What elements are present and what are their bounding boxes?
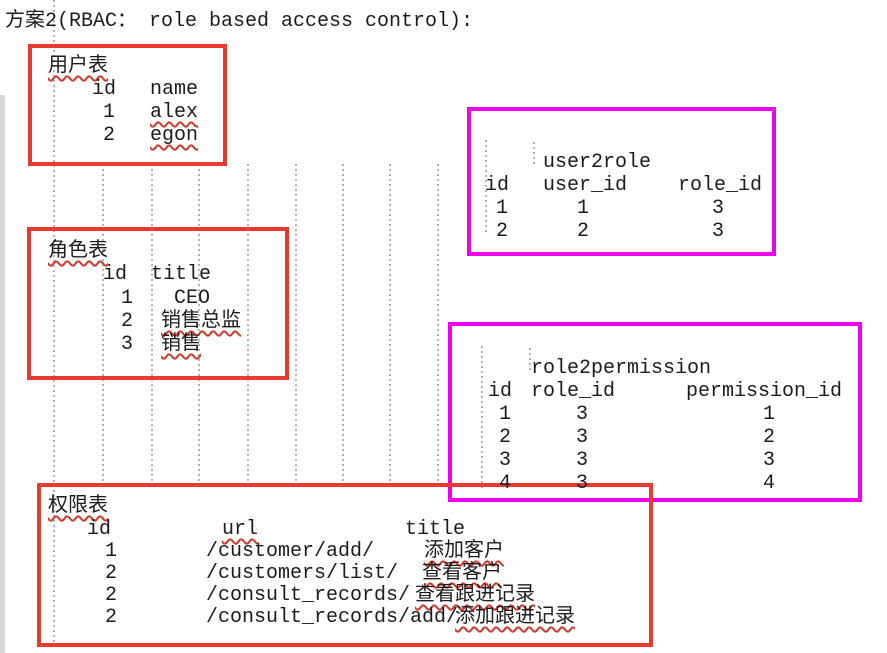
role-table-cell: 3 — [121, 333, 134, 356]
user-table-cell: 1 — [103, 101, 116, 124]
user2role-cell: 1 — [496, 197, 509, 220]
role-table-cell: 销售 — [161, 333, 201, 356]
permission-table-cell: 1 — [105, 540, 118, 563]
permission-table-cell: 2 — [105, 606, 118, 629]
tab-guide — [533, 142, 535, 166]
tab-guide — [102, 164, 104, 486]
tab-guide — [295, 164, 297, 486]
role-table-cell: 2 — [121, 310, 134, 333]
user2role-label: user2role — [543, 151, 652, 174]
permission-table-header-cell: title — [405, 518, 466, 541]
role2permission-label: role2permission — [531, 357, 712, 380]
role2permission-cell: 3 — [763, 449, 776, 472]
role2permission-cell: 3 — [499, 449, 512, 472]
permission-table-cell: 添加客户 — [424, 540, 504, 563]
role2permission-annotation-box — [448, 322, 862, 502]
user-table-cell: egon — [150, 124, 199, 147]
permission-table-cell: /consult_records/add/ — [206, 606, 459, 629]
permission-table-header-cell: id — [87, 518, 112, 541]
user-table-header-cell: name — [150, 78, 199, 101]
tab-guide — [437, 164, 439, 486]
tab-guide — [53, 0, 55, 648]
permission-table-cell: 2 — [105, 562, 118, 585]
role-table-cell: 销售总监 — [161, 310, 241, 333]
role2permission-header-cell: id — [488, 380, 513, 403]
role2permission-cell: 4 — [499, 472, 512, 495]
role2permission-cell: 1 — [763, 403, 776, 426]
tab-guide — [481, 346, 483, 490]
tab-guide — [389, 164, 391, 486]
tab-guide — [485, 140, 487, 232]
user-table-annotation-box — [28, 44, 227, 166]
user2role-header-cell: id — [485, 174, 510, 197]
user-table-cell: 2 — [103, 124, 116, 147]
role2permission-cell: 2 — [499, 426, 512, 449]
permission-table-cell: /customer/add/ — [206, 540, 375, 563]
permission-table-cell: 查看客户 — [422, 562, 502, 585]
role-table-label: 角色表 — [48, 240, 108, 263]
tab-guide — [529, 348, 531, 372]
role-table-header-cell: id — [103, 263, 128, 286]
user-table-cell: alex — [150, 101, 199, 124]
role2permission-header-cell: role_id — [531, 380, 616, 403]
permission-table-annotation-box — [37, 483, 653, 647]
tab-guide — [342, 164, 344, 486]
role-table-cell: 1 — [121, 287, 134, 310]
user2role-cell: 3 — [712, 220, 725, 243]
window-edge — [0, 95, 5, 653]
permission-table-cell: /consult_records/ — [206, 584, 411, 607]
user-table-label: 用户表 — [48, 55, 108, 78]
permission-table-cell: /customers/list/ — [206, 562, 399, 585]
user2role-annotation-box — [467, 107, 776, 256]
permission-table-cell: 添加跟进记录 — [455, 606, 575, 629]
user2role-header-cell: role_id — [678, 174, 763, 197]
user2role-header-cell: user_id — [543, 174, 628, 197]
permission-table-cell: 查看跟进记录 — [415, 584, 535, 607]
user-table-header-cell: id — [92, 78, 117, 101]
role2permission-cell: 2 — [763, 426, 776, 449]
role2permission-cell: 3 — [576, 449, 589, 472]
user2role-cell: 3 — [712, 197, 725, 220]
role-table-cell: CEO — [174, 287, 211, 310]
tab-guide — [198, 164, 200, 486]
tab-guide — [151, 164, 153, 486]
role-table-annotation-box — [27, 227, 289, 380]
role2permission-cell: 3 — [576, 403, 589, 426]
role2permission-cell: 3 — [576, 426, 589, 449]
role2permission-cell: 1 — [499, 403, 512, 426]
role2permission-cell: 3 — [576, 472, 589, 495]
permission-table-cell: 2 — [105, 584, 118, 607]
permission-table-label: 权限表 — [48, 495, 108, 518]
role-table-header-cell: title — [151, 263, 212, 286]
user2role-cell: 1 — [577, 197, 590, 220]
role2permission-header-cell: permission_id — [686, 380, 843, 403]
role2permission-cell: 4 — [763, 472, 776, 495]
tab-guide — [247, 164, 249, 486]
user2role-cell: 2 — [577, 220, 590, 243]
user2role-cell: 2 — [496, 220, 509, 243]
permission-table-header-cell: url — [222, 518, 259, 541]
document-title: 方案2(RBAC： role based access control): — [5, 10, 474, 33]
